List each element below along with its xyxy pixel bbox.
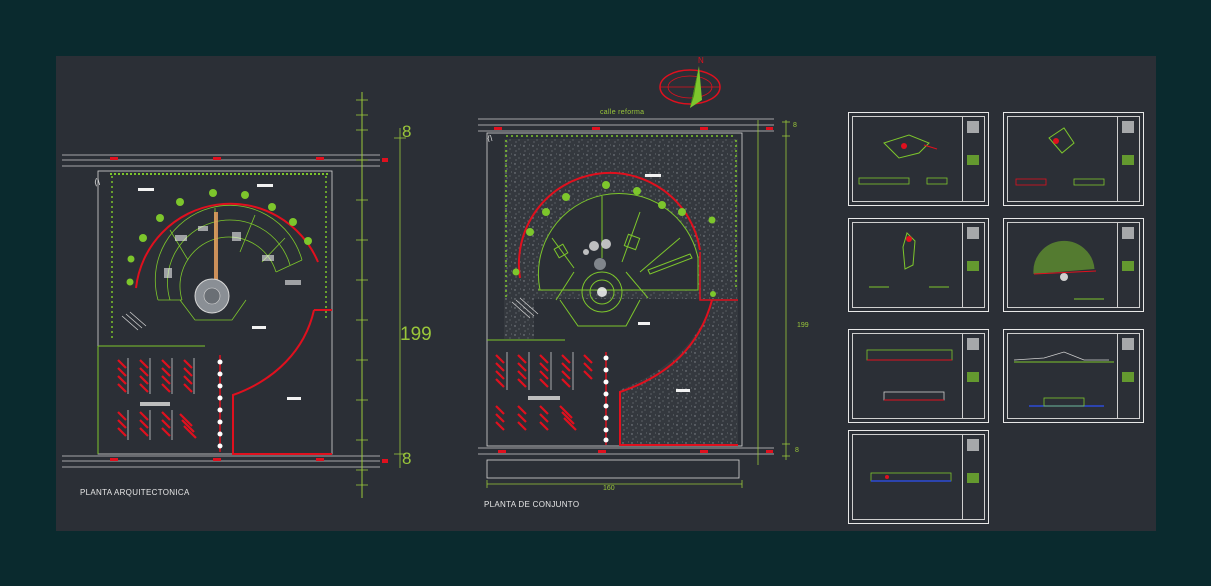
right-dim-total: 199 xyxy=(797,322,809,329)
sheet-thumbnail[interactable] xyxy=(1003,218,1144,312)
sheet-thumbnail[interactable] xyxy=(1003,112,1144,206)
left-dim-bottom: 8 xyxy=(402,449,412,468)
north-label: N xyxy=(698,56,705,65)
sheet-thumbnail[interactable] xyxy=(848,112,989,206)
svg-text:⟨\: ⟨\ xyxy=(94,177,101,187)
sheet-thumbnail[interactable] xyxy=(848,430,989,524)
right-dim-width: 160 xyxy=(603,485,615,492)
left-plan-title: PLANTA ARQUITECTONICA xyxy=(80,488,190,497)
left-dim-top: 8 xyxy=(402,122,412,141)
sheet-thumbnail[interactable] xyxy=(848,218,989,312)
left-site-plan: ⟨\ xyxy=(62,92,406,498)
sheet-thumbnail[interactable] xyxy=(848,329,989,423)
right-dim-bottom: 8 xyxy=(795,447,799,454)
right-plan-title: PLANTA DE CONJUNTO xyxy=(484,500,580,509)
north-arrow-icon xyxy=(659,66,721,108)
right-site-plan: ⟨\ xyxy=(478,118,790,488)
street-name-label: calle reforma xyxy=(600,109,645,116)
left-dim-total: 199 xyxy=(400,324,432,345)
right-dim-top: 8 xyxy=(793,122,797,129)
svg-text:⟨\: ⟨\ xyxy=(487,134,493,143)
sheet-thumbnail[interactable] xyxy=(1003,329,1144,423)
